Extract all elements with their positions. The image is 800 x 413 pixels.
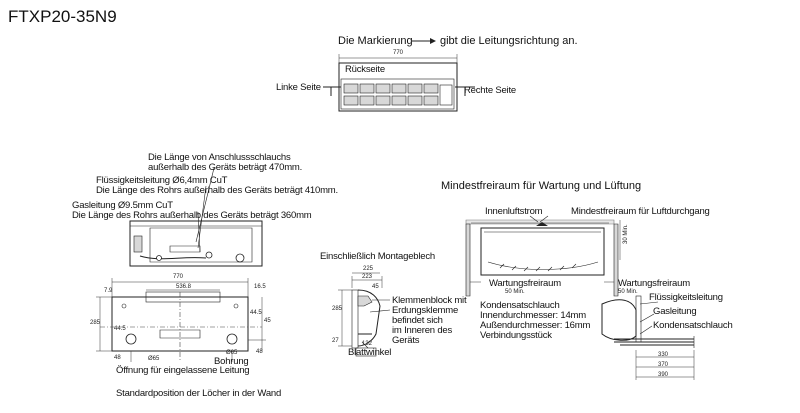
terminal-block-line2: Erdungsklemme	[392, 305, 459, 316]
front-dim-45: 45	[264, 318, 271, 324]
dim-370: 370	[658, 362, 669, 368]
front-dim-phi65-left: Ø65	[148, 356, 160, 362]
marking-note-prefix: Die Markierung	[338, 35, 413, 47]
min-30-label: 30 Min.	[623, 224, 629, 244]
front-dim-165: 16.5	[254, 284, 266, 290]
side-dim-285: 285	[332, 306, 343, 312]
liquid-pipe-label: Flüssigkeitsleitung	[649, 292, 723, 303]
dim-390: 390	[658, 372, 669, 378]
terminal-block-line1: Klemmenblock mit	[392, 295, 467, 306]
gas-pipe-label: Gasleitung	[653, 306, 697, 317]
service-clearance-title: Mindestfreiraum für Wartung und Lüftung	[441, 180, 642, 192]
left-side-label: Linke Seite	[276, 82, 321, 93]
back-side-label: Rückseite	[345, 64, 385, 75]
front-dim-phi65-right: Ø65	[226, 350, 238, 356]
connector-label: Verbindungsstück	[480, 330, 552, 341]
front-view-unit	[129, 167, 263, 267]
condensate-hose-right-label: Kondensatschlauch	[653, 320, 733, 331]
standard-hole-position-label: Standardposition der Löcher in der Wand	[116, 388, 282, 399]
marking-note-suffix: gibt die Leitungsrichtung an.	[440, 35, 578, 47]
side-view-unit	[338, 272, 391, 357]
min-50-right-label: 50 Min.	[618, 289, 638, 295]
front-dim-48-left: 48	[114, 355, 121, 361]
liquid-pipe-length: Die Länge des Rohrs außerhalb des Geräts…	[96, 185, 338, 196]
front-dim-285: 285	[90, 320, 101, 326]
side-view-pipes	[601, 295, 695, 380]
terminal-block-line3: befindet sich	[392, 315, 443, 326]
front-dim-79: 7.9	[104, 288, 113, 294]
top-width-dim: 770	[393, 50, 404, 56]
hose-note-line2: außerhalb des Geräts beträgt 470mm.	[148, 162, 303, 173]
condensate-inner-diameter: Innendurchmesser: 14mm	[480, 310, 586, 321]
recessed-pipe-opening-label: Öffnung für eingelassene Leitung	[116, 365, 250, 376]
bracket-label: Blattwinkel	[348, 347, 392, 358]
service-space-left-label: Wartungsfreiraum	[489, 278, 561, 289]
side-dim-225: 225	[363, 266, 374, 272]
min-50-left-label: 50 Min.	[505, 289, 525, 295]
front-dim-770: 770	[173, 274, 184, 280]
top-view-unit	[323, 54, 475, 112]
service-space-right-label: Wartungsfreiraum	[618, 278, 690, 289]
front-dim-48-right: 48	[256, 349, 263, 355]
service-clearance-drawing	[465, 215, 621, 297]
side-view-title: Einschließlich Montageblech	[320, 251, 435, 262]
gas-pipe-length: Die Länge des Rohrs außerhalb des Geräts…	[72, 210, 312, 221]
front-dim-5368: 536.8	[176, 284, 192, 290]
terminal-block-line5: Geräts	[392, 335, 420, 346]
front-dim-445-left: 44.5	[114, 326, 126, 332]
hose-note-line1: Die Länge von Anschlussschlauchs	[148, 152, 291, 163]
side-dim-132: 132	[362, 341, 373, 347]
condensate-outer-diameter: Außendurchmesser: 16mm	[480, 320, 591, 331]
condensate-hose-label: Kondensatschlauch	[480, 300, 560, 311]
liquid-pipe-spec: Flüssigkeitsleitung Ø6,4mm CuT	[96, 175, 228, 186]
side-dim-223: 223	[362, 274, 373, 280]
gas-pipe-spec: Gasleitung Ø9.5mm CuT	[72, 200, 173, 211]
air-passage-clearance-label: Mindestfreiraum für Luftdurchgang	[571, 206, 710, 217]
model-title: FTXP20-35N9	[8, 7, 117, 26]
terminal-block-line4: im Inneren des	[392, 325, 453, 336]
side-dim-27: 27	[332, 338, 339, 344]
indoor-airflow-label: Innenluftstrom	[485, 206, 543, 217]
dim-330: 330	[658, 352, 669, 358]
direction-marking-icon	[412, 38, 436, 44]
mounting-plate-layout	[96, 278, 266, 362]
hole-label: Bohrung	[214, 356, 249, 367]
right-side-label: Rechte Seite	[464, 85, 516, 96]
front-dim-445-right: 44.5	[250, 310, 262, 316]
side-dim-45: 45	[372, 284, 379, 290]
